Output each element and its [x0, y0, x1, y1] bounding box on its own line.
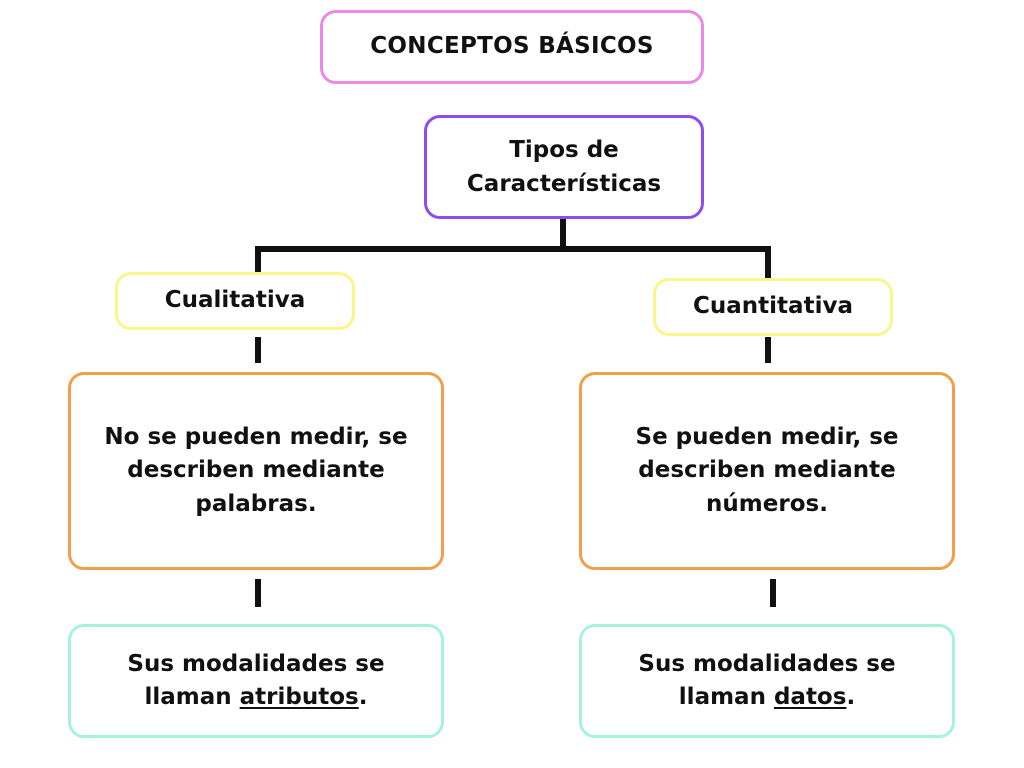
- title-box: CONCEPTOS BÁSICOS: [320, 10, 704, 84]
- page-title: CONCEPTOS BÁSICOS: [370, 33, 654, 60]
- cualitativa-modalities-term: atributos: [239, 684, 359, 710]
- cualitativa-box: Cualitativa: [115, 272, 355, 330]
- cuantitativa-modalities-box: Sus modalidades se llaman datos.: [579, 624, 955, 738]
- cualitativa-modalities-prefix: Sus modalidades se llaman: [127, 650, 385, 710]
- cuantitativa-modalities-suffix: .: [846, 684, 856, 710]
- cualitativa-label: Cualitativa: [164, 287, 306, 314]
- cuantitativa-description: Se pueden medir, se describen mediante n…: [635, 423, 899, 517]
- cuantitativa-label: Cuantitativa: [693, 293, 853, 320]
- cuantitativa-modalities-text: Sus modalidades se llaman datos.: [582, 648, 952, 715]
- cuantitativa-modalities-term: datos: [773, 684, 847, 710]
- root-node-box: Tipos de Características: [424, 115, 704, 219]
- cualitativa-modalities-text: Sus modalidades se llaman atributos.: [71, 648, 441, 715]
- cuantitativa-box: Cuantitativa: [653, 278, 893, 336]
- cualitativa-modalities-suffix: .: [358, 684, 368, 710]
- cuantitativa-description-box: Se pueden medir, se describen mediante n…: [579, 372, 955, 570]
- root-node-label: Tipos de Características: [466, 136, 662, 198]
- cualitativa-description: No se pueden medir, se describen mediant…: [104, 423, 408, 517]
- cualitativa-modalities-box: Sus modalidades se llaman atributos.: [68, 624, 444, 738]
- cuantitativa-modalities-prefix: Sus modalidades se llaman: [638, 650, 896, 710]
- cualitativa-description-box: No se pueden medir, se describen mediant…: [68, 372, 444, 570]
